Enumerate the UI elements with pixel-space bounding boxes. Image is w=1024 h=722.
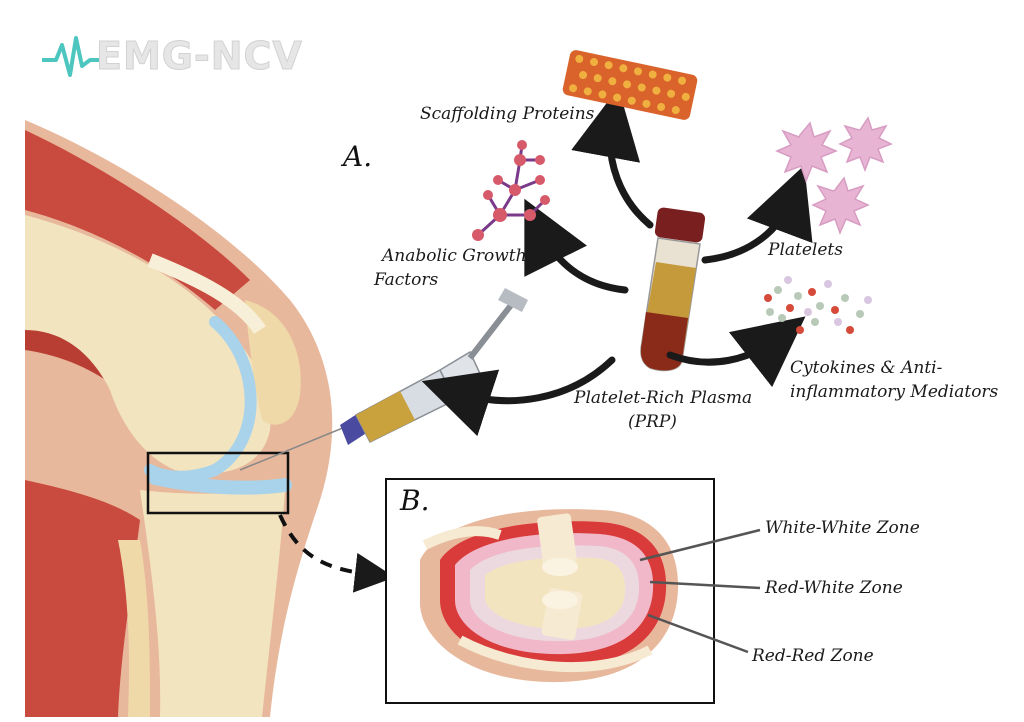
red-red-zone-label: Red-Red Zone <box>752 646 874 666</box>
tibia <box>140 490 285 717</box>
platelet-cells <box>775 116 893 236</box>
cytokine-particles <box>764 276 872 334</box>
growth-factor-molecule <box>472 140 550 241</box>
platelets-label: Platelets <box>768 240 843 260</box>
tendon <box>147 253 266 335</box>
femur <box>25 215 271 474</box>
prp-label-line2: (PRP) <box>628 412 677 432</box>
cytokines-label-line2: inflammatory Mediators <box>790 382 999 402</box>
prp-label-line1: Platelet-Rich Plasma <box>574 388 753 408</box>
red-white-zone-label: Red-White Zone <box>765 578 903 598</box>
calf-muscle <box>25 480 140 717</box>
white-white-zone-label: White-White Zone <box>765 518 920 538</box>
logo-text: EMG-NCV <box>96 34 303 79</box>
patella <box>245 300 301 425</box>
arrow-to-scaffold <box>571 87 654 229</box>
zone-leader-lines <box>639 528 761 654</box>
meniscus-base <box>148 471 292 495</box>
knee-highlight-box <box>146 451 290 515</box>
logo-pulse-icon <box>42 36 100 77</box>
panel-b-label: B. <box>400 484 430 517</box>
growth-label-line2: Factors <box>374 270 439 290</box>
fibula <box>118 540 150 717</box>
arrow-to-platelets <box>701 165 813 264</box>
prp-tube <box>640 207 706 372</box>
arrow-to-growth <box>524 198 629 294</box>
scaffold-label: Scaffolding Proteins <box>420 104 595 124</box>
knee-illustration <box>25 120 333 717</box>
thigh-muscle <box>25 130 250 310</box>
growth-label-line1: Anabolic Growth <box>382 246 527 266</box>
panel-a-label: A. <box>343 140 373 173</box>
meniscus-top-view <box>419 509 679 683</box>
arrow-to-cytokines <box>666 316 806 388</box>
cytokines-label-line1: Cytokines & Anti- <box>790 358 943 378</box>
arrow-to-syringe <box>421 356 616 437</box>
scaffold-protein-graphic <box>562 50 698 120</box>
outflow-arrows <box>421 87 813 437</box>
